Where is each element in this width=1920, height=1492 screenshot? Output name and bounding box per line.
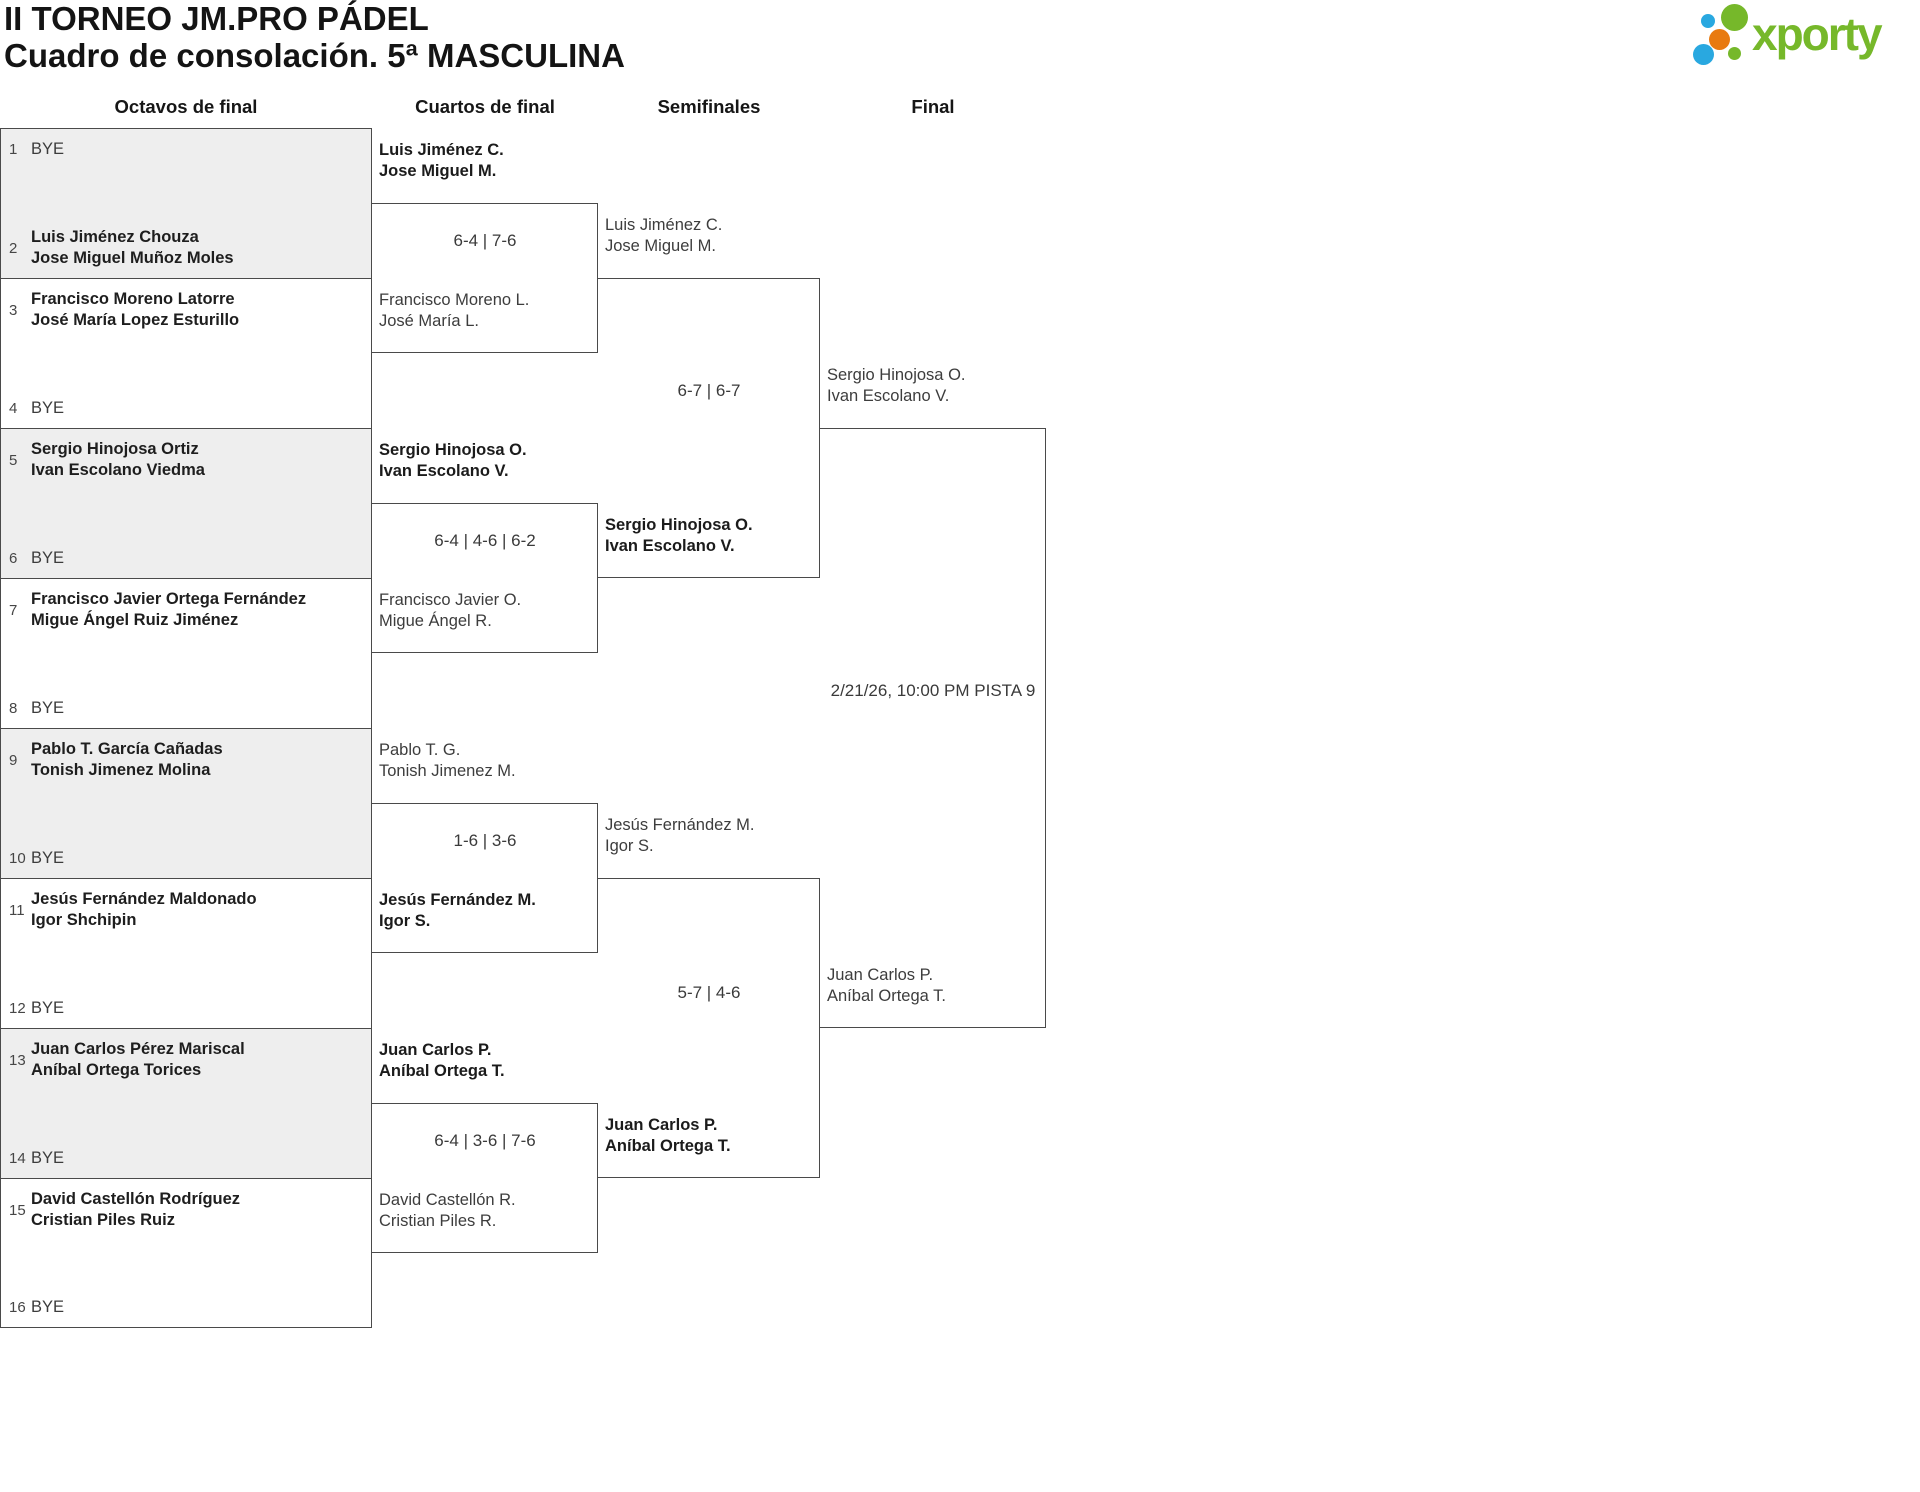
team-name: BYE xyxy=(31,399,65,417)
qf-match-box-3 xyxy=(372,803,598,953)
seed-number: 9 xyxy=(9,751,18,769)
logo-dot-orange xyxy=(1709,29,1730,50)
sf-match-box-1 xyxy=(598,278,820,578)
advancing-team-label: Jesús Fernández M.Igor S. xyxy=(605,816,755,855)
xporty-logo[interactable]: xporty xyxy=(1688,4,1898,66)
advancing-team-label: Juan Carlos P.Aníbal Ortega T. xyxy=(605,1116,731,1155)
seed-number: 15 xyxy=(9,1201,26,1219)
advancing-team-label: Jesús Fernández M.Igor S. xyxy=(379,891,536,930)
match-score: 6-7 | 6-7 xyxy=(677,381,741,400)
logo-dot-green-large xyxy=(1721,4,1748,31)
advancing-team-label: Pablo T. G.Tonish Jimenez M. xyxy=(379,741,516,780)
bracket-slot: 8 BYE xyxy=(9,698,363,719)
advancing-team-label: Sergio Hinojosa O.Ivan Escolano V. xyxy=(827,366,966,405)
advancing-team-label: Sergio Hinojosa O.Ivan Escolano V. xyxy=(605,516,753,555)
seed-number: 10 xyxy=(9,850,26,867)
match-score: 1-6 | 3-6 xyxy=(453,831,517,850)
logo-dot-blue-small xyxy=(1701,14,1715,28)
logo-dot-green-small xyxy=(1728,47,1741,60)
match-score: 6-4 | 3-6 | 7-6 xyxy=(434,1131,536,1150)
advancing-team-label: Juan Carlos P.Aníbal Ortega T. xyxy=(827,966,946,1005)
match-score: 6-4 | 7-6 xyxy=(453,231,517,250)
advancing-team-label: Luis Jiménez C.Jose Miguel M. xyxy=(605,216,723,255)
advancing-team-label: Francisco Moreno L.José María L. xyxy=(379,291,530,330)
seed-number: 14 xyxy=(9,1150,26,1167)
round-header-final: Final xyxy=(911,96,955,117)
bracket-slot: 4 BYE xyxy=(9,398,363,419)
final-match-box xyxy=(820,428,1046,1028)
team-name: BYE xyxy=(31,999,65,1017)
seed-number: 6 xyxy=(9,550,18,567)
bracket-slot: 16 BYE xyxy=(9,1297,363,1318)
bracket-slot: 1 BYE xyxy=(9,139,363,160)
qf-match-box-1 xyxy=(372,203,598,353)
advancing-team-label: Francisco Javier O.Migue Ángel R. xyxy=(379,591,522,630)
bracket-slot: 6 BYE xyxy=(9,548,363,569)
seed-number: 2 xyxy=(9,239,18,257)
team-name: BYE xyxy=(31,699,65,717)
seed-number: 8 xyxy=(9,700,18,717)
qf-match-box-2 xyxy=(372,503,598,653)
seed-number: 16 xyxy=(9,1299,26,1316)
advancing-team-label: Juan Carlos P.Aníbal Ortega T. xyxy=(379,1041,505,1080)
team-name: BYE xyxy=(31,1149,65,1167)
team-name: BYE xyxy=(31,140,65,158)
team-name: BYE xyxy=(31,549,65,567)
round-header-cuartos: Cuartos de final xyxy=(415,96,555,117)
logo-dot-blue-large xyxy=(1693,44,1714,65)
page-title: II TORNEO JM.PRO PÁDEL xyxy=(4,0,429,37)
team-name: BYE xyxy=(31,1298,65,1316)
advancing-team-label: Sergio Hinojosa O.Ivan Escolano V. xyxy=(379,441,527,480)
sf-match-box-2 xyxy=(598,878,820,1178)
match-score: 5-7 | 4-6 xyxy=(677,983,741,1002)
seed-number: 11 xyxy=(9,901,25,919)
seed-number: 4 xyxy=(9,400,18,417)
seed-number: 13 xyxy=(9,1051,26,1069)
match-score: 6-4 | 4-6 | 6-2 xyxy=(434,531,536,550)
page-header: II TORNEO JM.PRO PÁDEL Cuadro de consola… xyxy=(4,0,625,74)
advancing-team-label: Luis Jiménez C.Jose Miguel M. xyxy=(379,141,504,180)
qf-match-box-4 xyxy=(372,1103,598,1253)
logo-wordmark: xporty xyxy=(1752,8,1883,60)
advancing-team-label: David Castellón R.Cristian Piles R. xyxy=(379,1191,516,1230)
bracket-slot: 10 BYE xyxy=(9,848,363,869)
team-name: BYE xyxy=(31,849,65,867)
seed-number: 1 xyxy=(9,141,18,158)
seed-number: 5 xyxy=(9,451,18,469)
final-schedule: 2/21/26, 10:00 PM PISTA 9 xyxy=(830,681,1036,700)
seed-number: 3 xyxy=(9,301,18,319)
bracket-slot: 12 BYE xyxy=(9,998,363,1019)
page-subtitle: Cuadro de consolación. 5ª MASCULINA xyxy=(4,37,625,74)
seed-number: 12 xyxy=(9,1000,26,1017)
round-header-semifinales: Semifinales xyxy=(657,96,761,117)
seed-number: 7 xyxy=(9,601,18,619)
bracket-slot: 14 BYE xyxy=(9,1148,363,1169)
round-header-octavos: Octavos de final xyxy=(114,96,258,117)
